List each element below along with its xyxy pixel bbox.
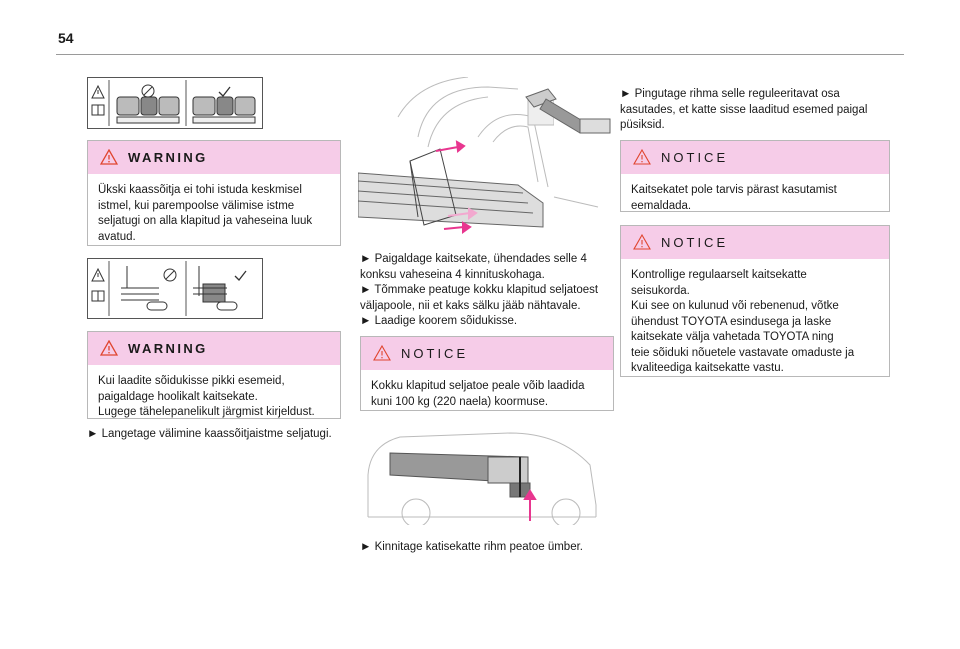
- instruction-steps: ► Paigaldage kaitsekate, ühendades selle…: [360, 253, 599, 327]
- warning-title: WARNING: [128, 150, 208, 165]
- seat-pictogram-2: [87, 258, 263, 319]
- instruction-step: ► Kinnitage katisekatte rihm peatoe ümbe…: [360, 541, 583, 553]
- warning-box-1: WARNING Ükski kaassõitja ei tohi istuda …: [87, 140, 341, 246]
- page-number: 54: [58, 30, 74, 46]
- warning-icon: [100, 340, 118, 356]
- notice-text: Kaitsekatet pole tarvis pärast kasutamis…: [631, 184, 837, 212]
- notice-text: Kontrollige regulaarselt kaitsekatte sei…: [631, 269, 855, 374]
- protective-cover-illustration: [358, 77, 614, 247]
- instruction-step: ► Pingutage rihma selle reguleeritavat o…: [620, 88, 868, 131]
- notice-box-1: NOTICE Kokku klapitud seljatoe peale või…: [360, 336, 614, 411]
- notice-header: NOTICE: [361, 337, 613, 370]
- warning-box-2: WARNING Kui laadite sõidukisse pikki ese…: [87, 331, 341, 419]
- header-divider: [56, 54, 904, 55]
- warning-header: WARNING: [88, 332, 340, 365]
- notice-box-2: NOTICE Kaitsekatet pole tarvis pärast ka…: [620, 140, 890, 212]
- notice-title: NOTICE: [401, 346, 469, 361]
- warning-title: WARNING: [128, 341, 208, 356]
- van-strap-illustration: [360, 425, 614, 525]
- notice-icon: [373, 345, 391, 361]
- warning-text: Ükski kaassõitja ei tohi istuda keskmise…: [98, 184, 313, 243]
- notice-icon: [633, 234, 651, 250]
- warning-icon: [100, 149, 118, 165]
- notice-title: NOTICE: [661, 235, 729, 250]
- seat-pictogram-1: [87, 77, 263, 129]
- notice-box-3: NOTICE Kontrollige regulaarselt kaitseka…: [620, 225, 890, 377]
- notice-icon: [633, 149, 651, 165]
- warning-header: WARNING: [88, 141, 340, 174]
- notice-header: NOTICE: [621, 141, 889, 174]
- notice-title: NOTICE: [661, 150, 729, 165]
- instruction-step: ► Langetage välimine kaassõitjaistme sel…: [87, 428, 332, 440]
- notice-text: Kokku klapitud seljatoe peale võib laadi…: [371, 380, 585, 408]
- warning-text: Kui laadite sõidukisse pikki esemeid, pa…: [98, 375, 315, 418]
- notice-header: NOTICE: [621, 226, 889, 259]
